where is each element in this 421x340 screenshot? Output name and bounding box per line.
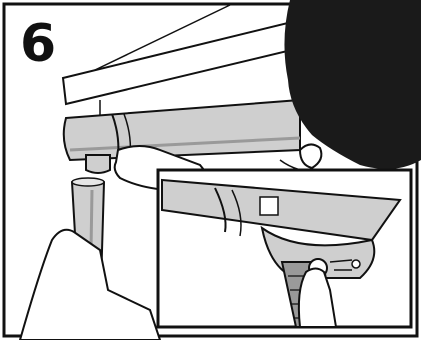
step-number: 6 [20,18,56,70]
person-head [280,0,421,173]
lower-hand [20,230,160,340]
roof-fascia [63,5,300,118]
inset-detail [158,170,411,327]
